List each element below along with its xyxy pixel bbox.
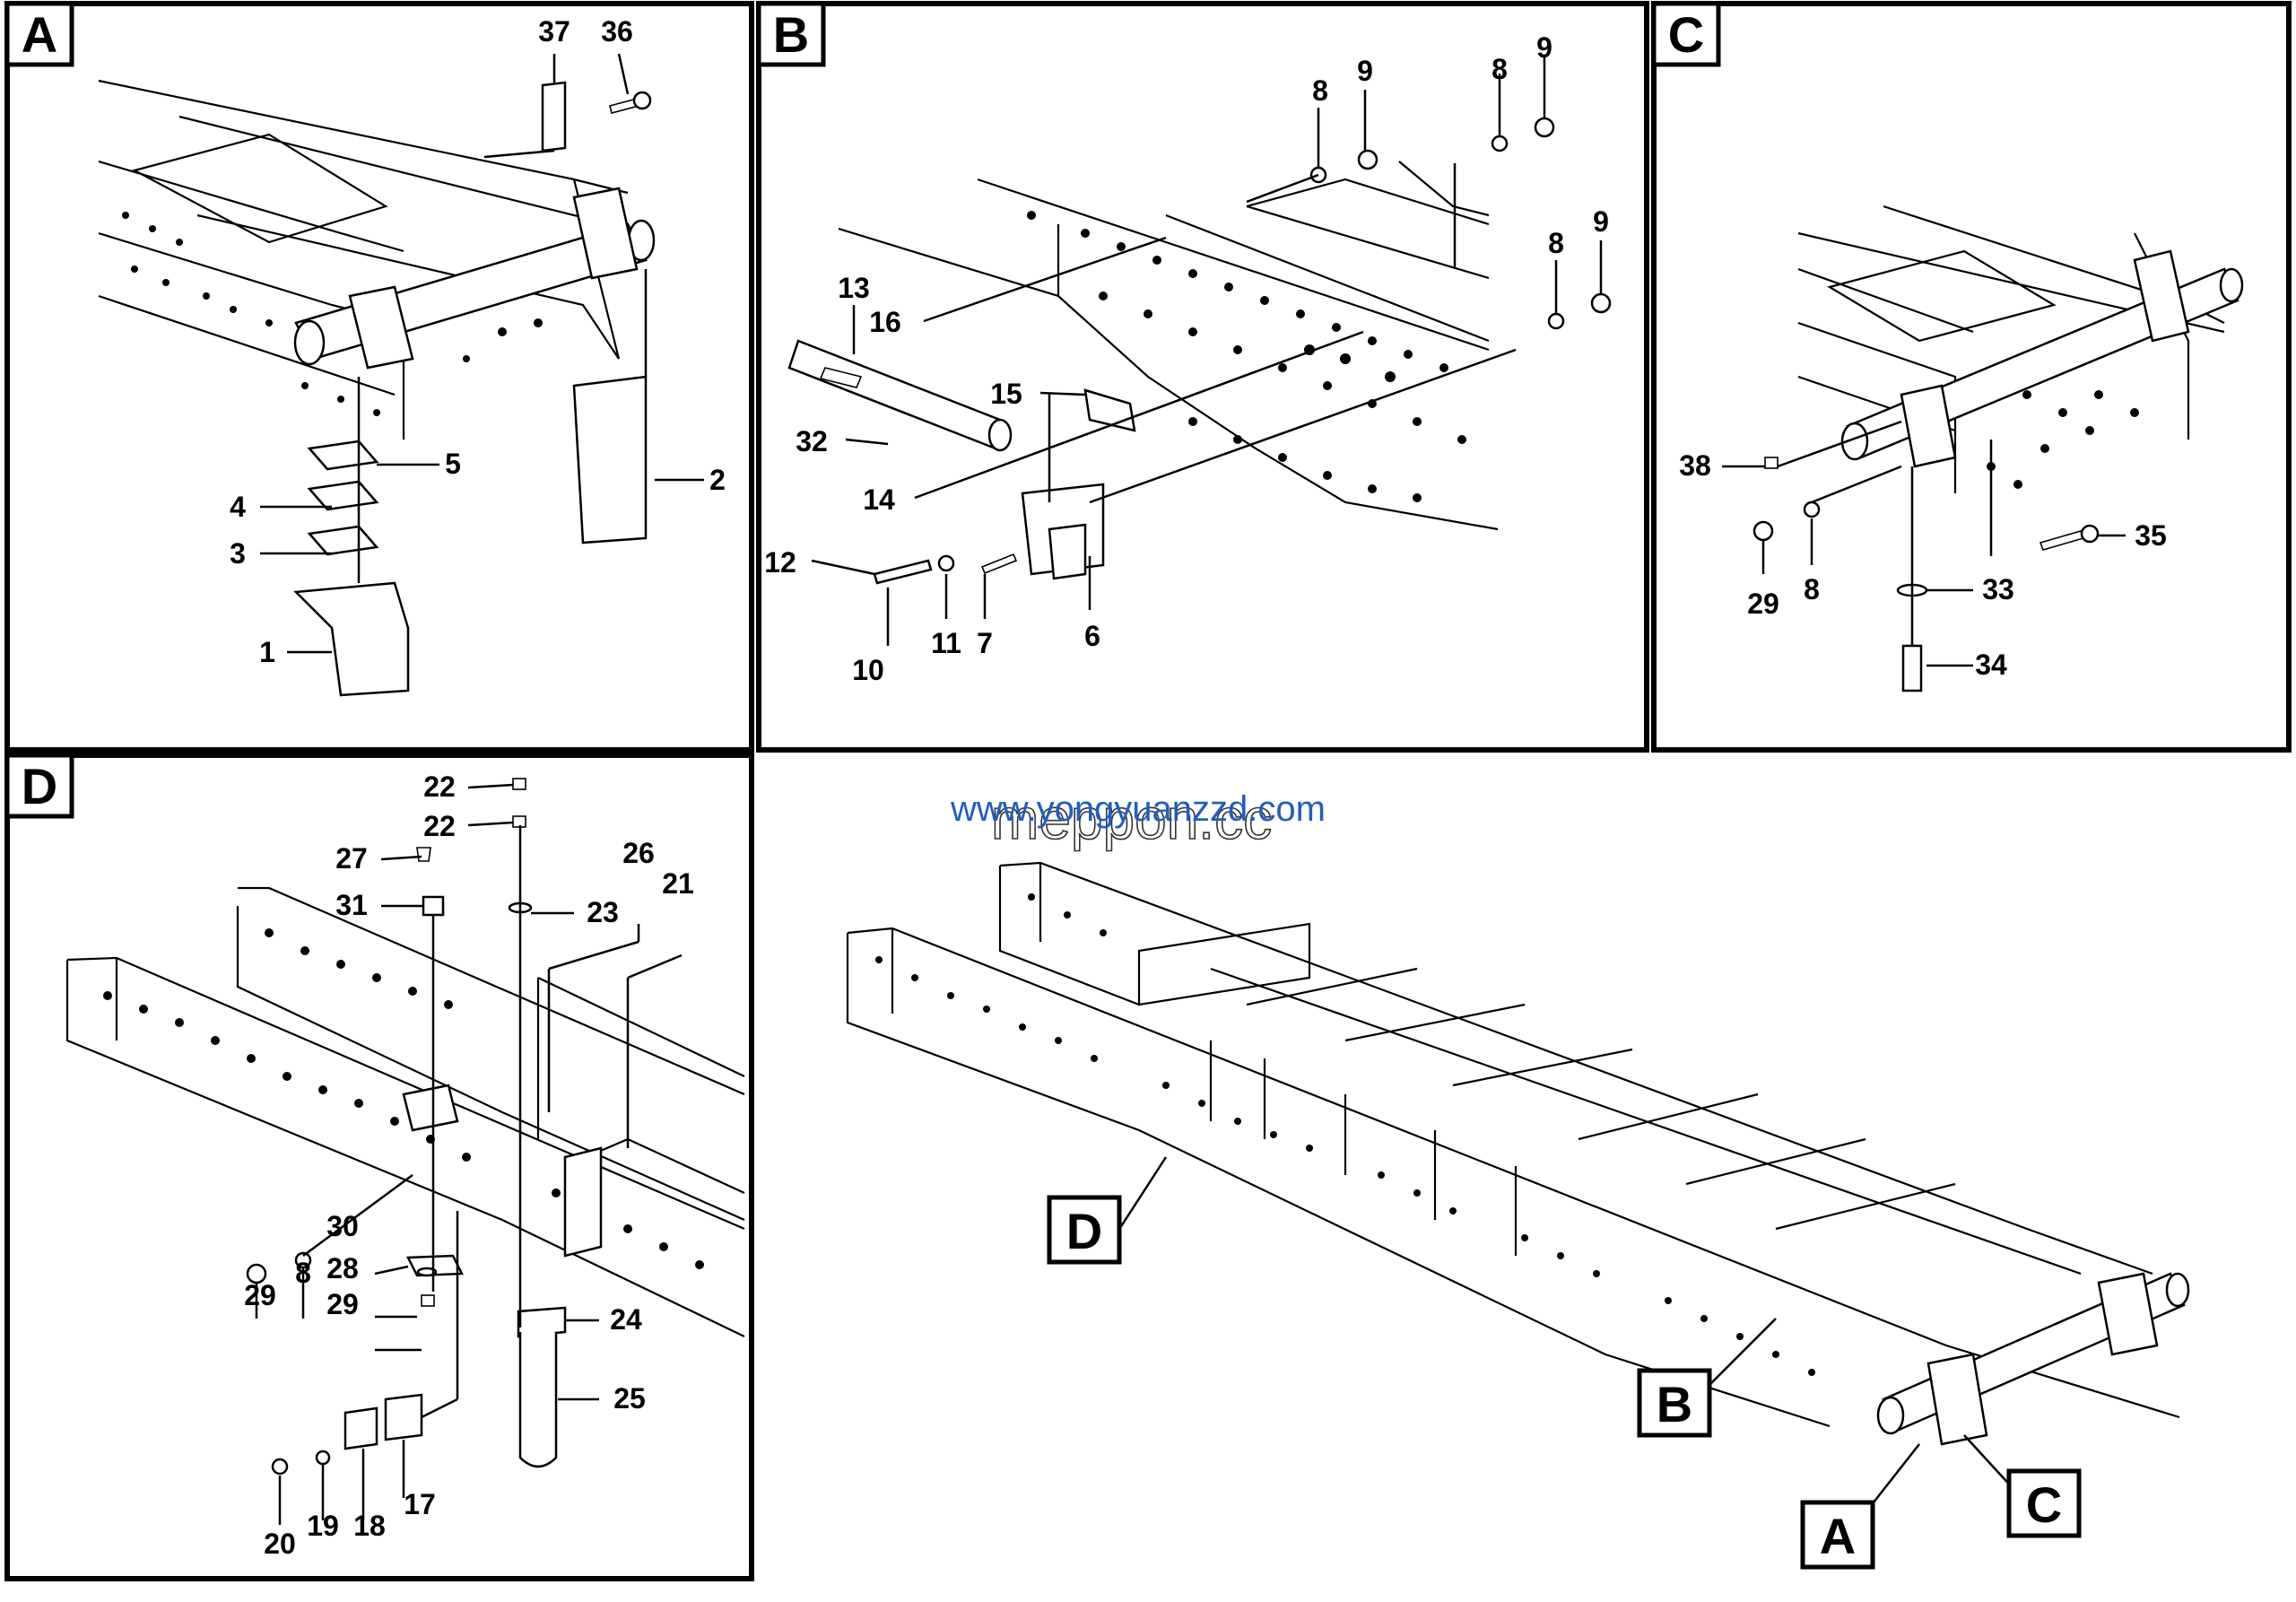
callout-d-31: 31 xyxy=(335,889,368,921)
panel-c-tag-label: C xyxy=(1668,6,1704,63)
callout-d-29a: 29 xyxy=(244,1279,276,1311)
callout-d-22a: 22 xyxy=(423,771,456,803)
overview-tag-d-label: D xyxy=(1066,1203,1102,1259)
callout-b-12: 12 xyxy=(764,546,796,579)
callout-b-10: 10 xyxy=(852,654,884,686)
callout-d-23: 23 xyxy=(587,896,619,928)
callout-c-29: 29 xyxy=(1747,588,1779,620)
callout-d-24: 24 xyxy=(610,1303,642,1336)
callout-b-9b: 9 xyxy=(1536,31,1552,64)
callout-d-19: 19 xyxy=(307,1510,339,1542)
callout-d-26: 26 xyxy=(622,837,655,869)
overview-chassis xyxy=(846,861,2190,1508)
overview-tag-b: B xyxy=(1637,1368,1712,1438)
callout-b-13: 13 xyxy=(838,272,870,304)
panel-a-callouts: 37 36 5 4 3 1 2 xyxy=(230,15,726,668)
callout-c-34: 34 xyxy=(1975,649,2007,681)
callout-a-4: 4 xyxy=(230,491,246,523)
panel-a-frame xyxy=(4,1,754,753)
callout-b-9c: 9 xyxy=(1593,205,1609,238)
callout-d-20: 20 xyxy=(264,1528,296,1560)
callout-b-16: 16 xyxy=(869,306,901,338)
panel-d-tag: D xyxy=(4,753,74,819)
overview-tag-a-label: A xyxy=(1820,1508,1856,1564)
callout-d-25: 25 xyxy=(613,1382,646,1415)
panel-a-tag: A xyxy=(4,1,74,67)
panel-b-callouts: 8 9 8 9 8 9 13 16 15 32 14 12 10 11 7 6 xyxy=(764,31,1609,686)
callout-b-9a: 9 xyxy=(1357,55,1373,87)
watermark-overlay: meppon.cc xyxy=(991,787,1272,851)
callout-a-5: 5 xyxy=(445,448,461,480)
callout-b-14: 14 xyxy=(863,483,895,516)
watermark-url: www.yongyuanzzd.com xyxy=(950,789,1326,829)
panel-d-frame xyxy=(4,753,754,1581)
panel-c-callouts: 38 29 8 35 33 34 xyxy=(1679,449,2167,681)
callout-c-38: 38 xyxy=(1679,449,1711,482)
callout-d-28: 28 xyxy=(326,1252,359,1284)
callout-c-8: 8 xyxy=(1804,573,1820,605)
panel-d-callouts: 22 22 27 31 23 26 21 29 8 30 28 29 24 25… xyxy=(244,771,694,1560)
callout-a-2: 2 xyxy=(709,464,726,496)
panel-b-tag: B xyxy=(756,1,826,67)
overview-tag-a: A xyxy=(1800,1500,1875,1570)
panel-b-drawing xyxy=(787,56,1612,646)
callout-d-18: 18 xyxy=(353,1510,386,1542)
callout-a-1: 1 xyxy=(259,636,275,668)
panel-d-drawing xyxy=(65,778,745,1525)
callout-b-8b: 8 xyxy=(1492,53,1508,85)
overview-tag-b-label: B xyxy=(1657,1376,1692,1432)
callout-d-22b: 22 xyxy=(423,810,456,842)
panel-c-tag: C xyxy=(1651,1,1721,67)
callout-b-15: 15 xyxy=(990,378,1022,410)
panel-b-tag-label: B xyxy=(773,6,809,63)
callout-d-21: 21 xyxy=(662,867,694,900)
callout-a-36: 36 xyxy=(601,15,633,48)
callout-a-37: 37 xyxy=(538,15,570,48)
callout-b-11: 11 xyxy=(931,627,961,659)
callout-d-30: 30 xyxy=(326,1210,359,1242)
callout-b-7: 7 xyxy=(977,627,993,659)
callout-b-8c: 8 xyxy=(1548,227,1564,259)
panel-d-tag-label: D xyxy=(22,758,57,814)
overview-tag-d: D xyxy=(1047,1195,1122,1265)
panel-c-frame xyxy=(1651,1,2292,753)
callout-b-32: 32 xyxy=(796,425,828,457)
overview-tag-c: C xyxy=(2006,1468,2082,1538)
panel-a-drawing xyxy=(98,53,704,697)
callout-a-3: 3 xyxy=(230,537,246,570)
callout-d-29b: 29 xyxy=(326,1288,359,1320)
callout-b-6: 6 xyxy=(1084,620,1100,652)
callout-b-8a: 8 xyxy=(1312,74,1328,107)
callout-c-35: 35 xyxy=(2135,519,2167,552)
callout-d-8: 8 xyxy=(295,1257,311,1289)
callout-c-33: 33 xyxy=(1982,573,2014,605)
panel-c-drawing xyxy=(1722,205,2244,692)
callout-d-27: 27 xyxy=(335,842,368,875)
panel-a-tag-label: A xyxy=(22,6,57,63)
callout-d-17: 17 xyxy=(404,1488,436,1520)
overview-tag-c-label: C xyxy=(2026,1476,2062,1533)
panel-b-frame xyxy=(756,1,1649,753)
